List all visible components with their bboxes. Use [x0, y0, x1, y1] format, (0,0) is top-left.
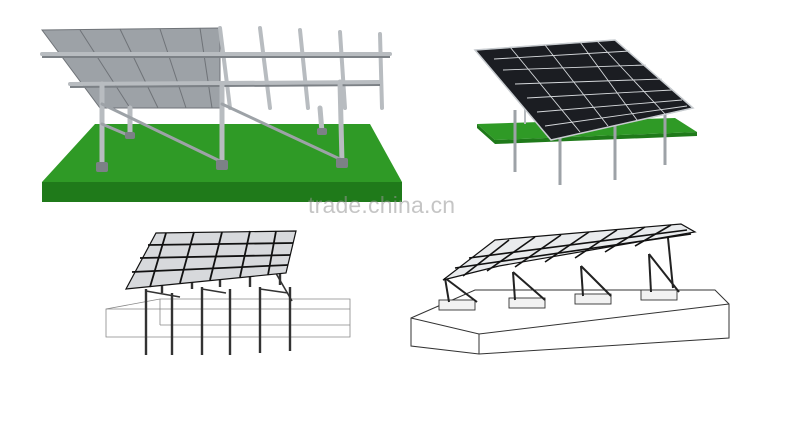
render-solar-array: [465, 20, 705, 205]
ground-screw-mount-sketch-icon: [105, 230, 351, 355]
rail-shadow-lines: [42, 56, 390, 88]
leg-footings: [96, 128, 348, 172]
ground-screw-piles: [144, 271, 292, 355]
render-frame-on-ground: [40, 24, 405, 204]
sketch-ground-screw-mount: [100, 225, 360, 365]
concrete-foundation-mount-sketch-icon: [410, 223, 730, 355]
purlin-rails: [40, 26, 392, 110]
solar-array-render-icon: [473, 39, 697, 185]
gray-panel-sheet: [41, 27, 221, 109]
pv-cell-grid: [493, 40, 688, 133]
sketch-module-frames: [131, 230, 294, 288]
ground-mount-frame-render-icon: [40, 26, 402, 202]
footing-blocks: [438, 289, 678, 311]
ground-edge: [42, 182, 402, 202]
soil-volume-box: [105, 298, 351, 338]
sketch-concrete-foundation-mount: [405, 218, 745, 358]
sketch-array-rails: [454, 224, 692, 277]
watermark-text: trade.china.cn: [308, 192, 456, 218]
